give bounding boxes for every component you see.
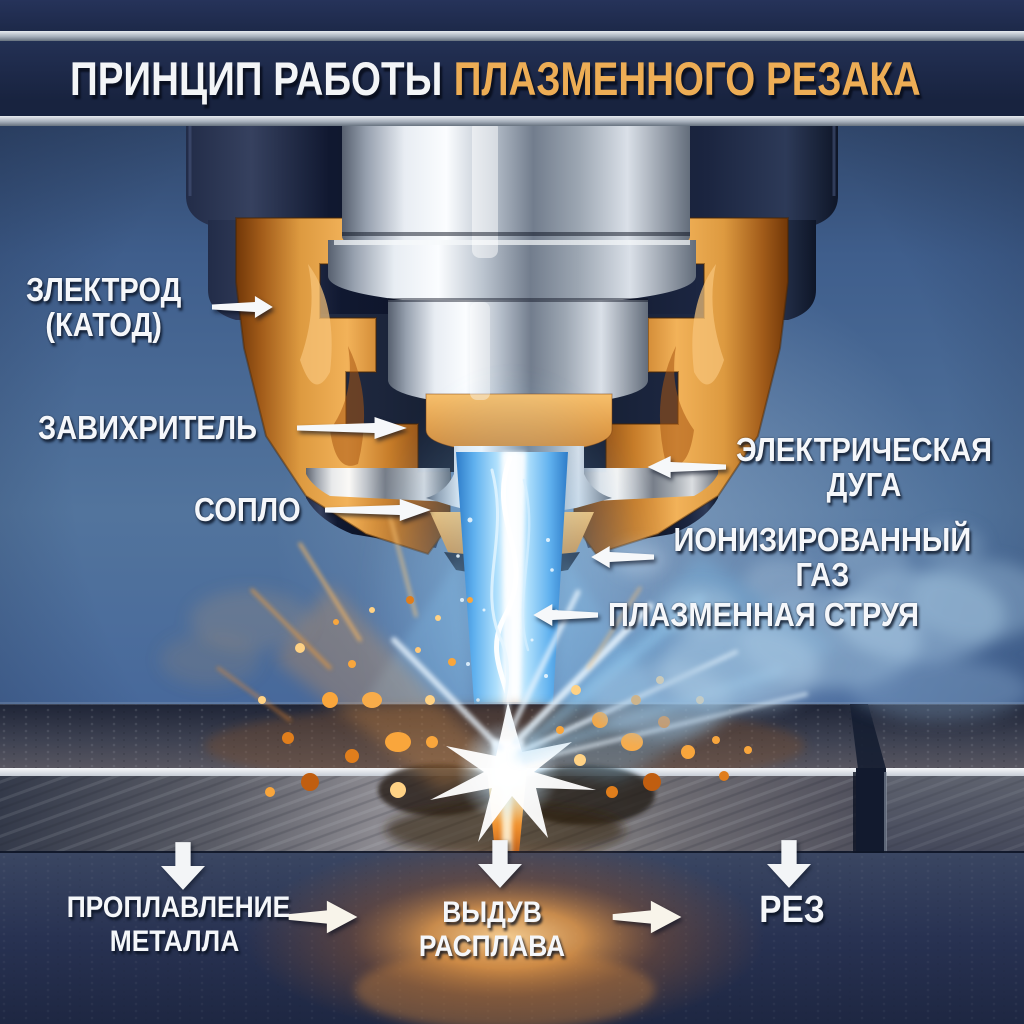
callout-text-line: ЭЛЕКТРИЧЕСКАЯ ДУГА bbox=[736, 431, 993, 504]
callout-text-line: (КАТОД) bbox=[45, 306, 162, 344]
arrow-down-icon bbox=[767, 840, 811, 888]
arrow-right-icon bbox=[325, 498, 432, 521]
callout-electric-arc-label: ЭЛЕКТРИЧЕСКАЯ ДУГА bbox=[736, 432, 992, 503]
process-step-melting: ПРОПЛАВЛЕНИЕ МЕТАЛЛА bbox=[52, 891, 297, 958]
callout-plasma-jet-label: ПЛАЗМЕННАЯ СТРУЯ bbox=[608, 596, 920, 633]
process-step-cut: РЕЗ bbox=[740, 889, 844, 932]
callout-nozzle: СОПЛО bbox=[194, 492, 433, 527]
arrow-right-icon bbox=[612, 900, 682, 934]
arrow-right-icon bbox=[212, 296, 274, 319]
callout-text-line: ИОНИЗИРОВАННЫЙ ГАЗ bbox=[673, 521, 972, 594]
arrow-left-icon bbox=[533, 603, 598, 626]
process-step-line: ПРОПЛАВЛЕНИЕ bbox=[66, 891, 291, 924]
arrow-down-icon bbox=[161, 842, 205, 890]
sparks-explosion bbox=[160, 514, 1024, 842]
callout-swirler: ЗАВИХРИТЕЛЬ bbox=[38, 410, 409, 445]
callout-electrode-label: ЗЛЕКТРОД (КАТОД) bbox=[26, 272, 181, 343]
header-stripe-bottom bbox=[0, 116, 1024, 126]
callout-ionized-gas-label: ИОНИЗИРОВАННЫЙ ГАЗ bbox=[664, 522, 981, 593]
callout-ionized-gas: ИОНИЗИРОВАННЫЙ ГАЗ bbox=[590, 522, 1024, 593]
title-accent: ПЛАЗМЕННОГО РЕЗАКА bbox=[453, 52, 921, 105]
callout-nozzle-label: СОПЛО bbox=[194, 491, 301, 528]
callout-text-line: ПЛАЗМЕННАЯ СТРУЯ bbox=[608, 596, 920, 633]
arrow-left-icon bbox=[591, 546, 654, 569]
process-step-line: МЕТАЛЛА bbox=[109, 924, 240, 958]
callout-electrode: ЗЛЕКТРОД (КАТОД) bbox=[26, 272, 274, 343]
callout-text-line: ЗЛЕКТРОД bbox=[26, 271, 182, 308]
kerf-gap bbox=[856, 768, 886, 854]
arrow-right-icon bbox=[288, 900, 358, 934]
arrow-left-icon bbox=[647, 456, 726, 479]
floor bbox=[0, 838, 1024, 1024]
smoke bbox=[160, 525, 1024, 738]
callout-swirler-label: ЗАВИХРИТЕЛЬ bbox=[38, 409, 257, 446]
process-step-line: РЕЗ bbox=[759, 889, 825, 931]
title-prefix: ПРИНЦИП РАБОТЫ bbox=[70, 52, 443, 105]
callout-text-line: ЗАВИХРИТЕЛЬ bbox=[38, 409, 257, 446]
spark-particles bbox=[258, 596, 752, 798]
kerf-top bbox=[850, 704, 886, 769]
arrow-right-icon bbox=[296, 416, 407, 439]
process-step-melt-blowout: ВЫДУВ РАСПЛАВА bbox=[368, 896, 616, 963]
header-top-spacer bbox=[0, 0, 1024, 31]
process-step-line: ВЫДУВ РАСПЛАВА bbox=[418, 896, 566, 963]
callout-plasma-jet: ПЛАЗМЕННАЯ СТРУЯ bbox=[532, 597, 961, 632]
arrow-down-icon bbox=[478, 840, 522, 888]
callout-text-line: СОПЛО bbox=[194, 491, 301, 528]
header-stripe-top bbox=[0, 31, 1024, 41]
callout-electric-arc: ЭЛЕКТРИЧЕСКАЯ ДУГА bbox=[646, 432, 1024, 503]
